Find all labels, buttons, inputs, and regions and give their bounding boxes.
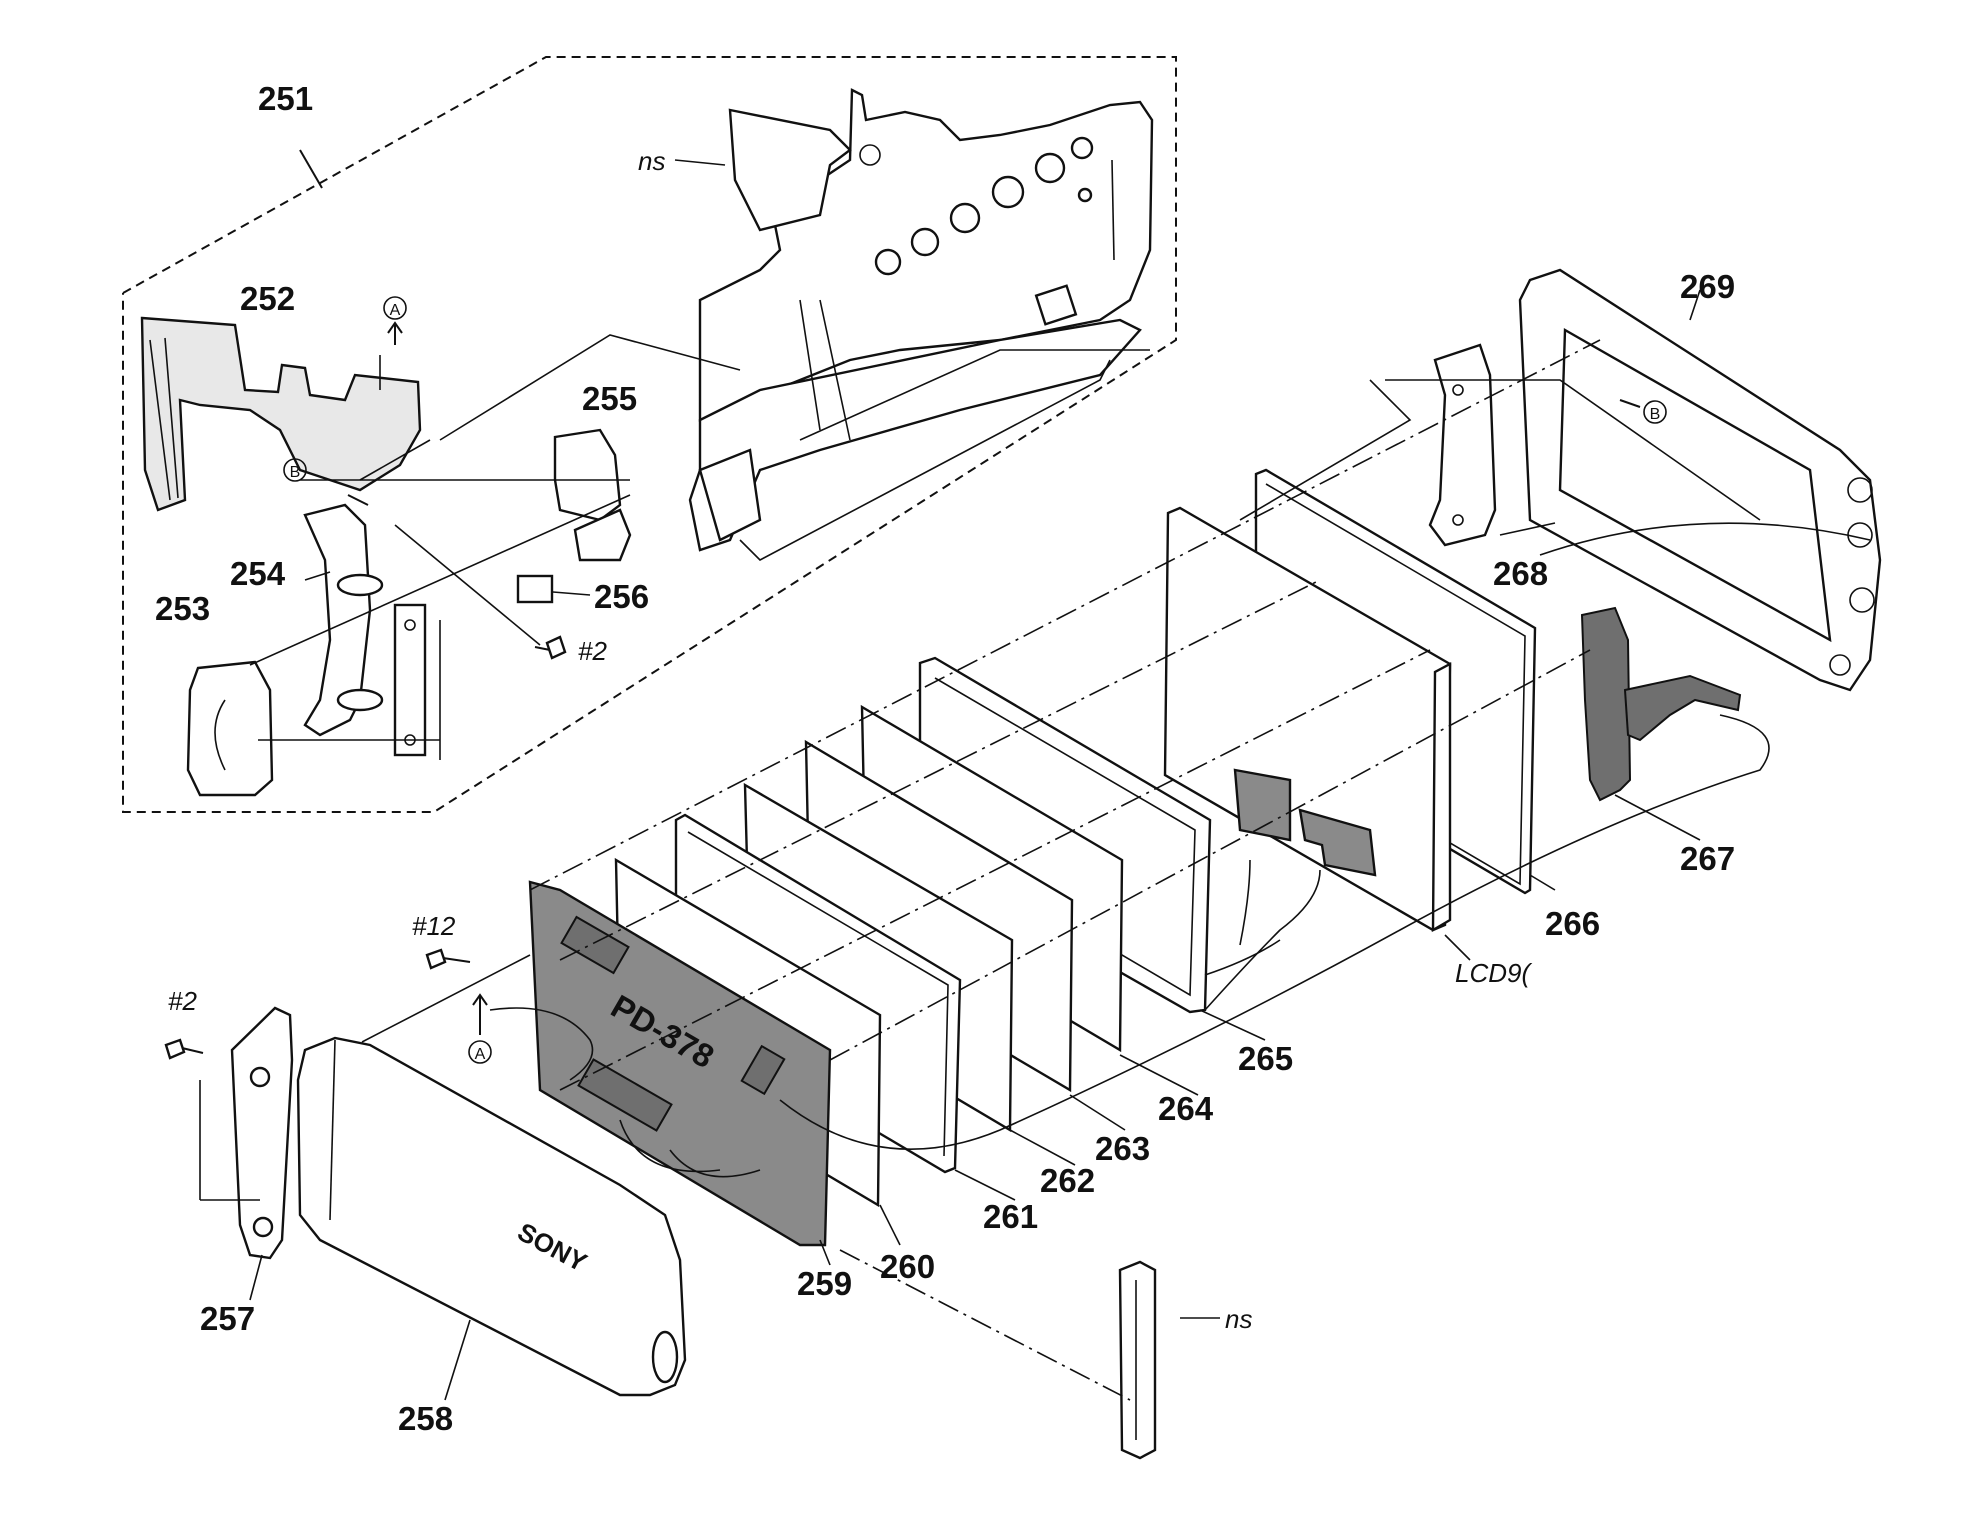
part-258-front-cover: SONY — [296, 1036, 687, 1397]
label-264: 264 — [1158, 1090, 1214, 1127]
label-261: 261 — [983, 1198, 1038, 1235]
marker-b-left: B — [283, 458, 307, 482]
marker-a-upper: A — [383, 296, 407, 320]
label-266: 266 — [1545, 905, 1600, 942]
part-253-cover — [186, 660, 274, 797]
screw-2-left — [164, 1038, 204, 1060]
svg-text:A: A — [390, 302, 401, 319]
lcd-label: LCD9( — [1455, 958, 1532, 988]
screw-12 — [425, 948, 471, 970]
ns-label-top: ns — [638, 146, 665, 176]
part-257-side-cap — [230, 1006, 294, 1260]
main-frame-part — [688, 88, 1154, 561]
part-255-bracket — [553, 428, 632, 562]
screw-2-upper — [534, 635, 567, 660]
label-267: 267 — [1680, 840, 1735, 877]
part-259-pcb — [528, 880, 832, 1247]
upper-leader-lines — [249, 334, 1150, 760]
part-268-bracket — [1428, 343, 1497, 547]
svg-text:B: B — [1650, 406, 1661, 423]
part-267-connector — [1580, 606, 1742, 802]
label-259: 259 — [797, 1265, 852, 1302]
label-254: 254 — [230, 555, 286, 592]
screw-label-2-upper: #2 — [578, 636, 607, 666]
part-ns-bottom — [1118, 1260, 1157, 1460]
marker-b-right: B — [1643, 400, 1667, 424]
ns-label-bottom: ns — [1225, 1304, 1252, 1334]
part-lcd-panel — [1163, 506, 1452, 933]
svg-text:B: B — [290, 464, 301, 481]
label-268: 268 — [1493, 555, 1548, 592]
marker-arrows — [347, 321, 1641, 1035]
label-255: 255 — [582, 380, 637, 417]
label-260: 260 — [880, 1248, 935, 1285]
part-252-flex-cable — [140, 316, 422, 512]
assembly-251-boundary — [122, 56, 1177, 813]
label-257: 257 — [200, 1300, 255, 1337]
svg-text:A: A — [475, 1046, 486, 1063]
callout-leaders — [249, 159, 1701, 1401]
label-262: 262 — [1040, 1162, 1095, 1199]
label-253: 253 — [155, 590, 210, 627]
label-252: 252 — [240, 280, 295, 317]
part-256-block — [516, 574, 554, 604]
label-256: 256 — [594, 578, 649, 615]
label-263: 263 — [1095, 1130, 1150, 1167]
screw-label-12: #12 — [412, 911, 456, 941]
part-254-hinge — [303, 503, 427, 757]
label-258: 258 — [398, 1400, 453, 1437]
label-251: 251 — [258, 80, 313, 117]
screw-label-2-left: #2 — [168, 986, 197, 1016]
label-269: 269 — [1680, 268, 1735, 305]
part-269-rear-frame — [1518, 268, 1882, 692]
label-265: 265 — [1238, 1040, 1293, 1077]
lower-leader-lines — [199, 339, 1871, 1401]
marker-a-lower: A — [468, 1040, 492, 1064]
